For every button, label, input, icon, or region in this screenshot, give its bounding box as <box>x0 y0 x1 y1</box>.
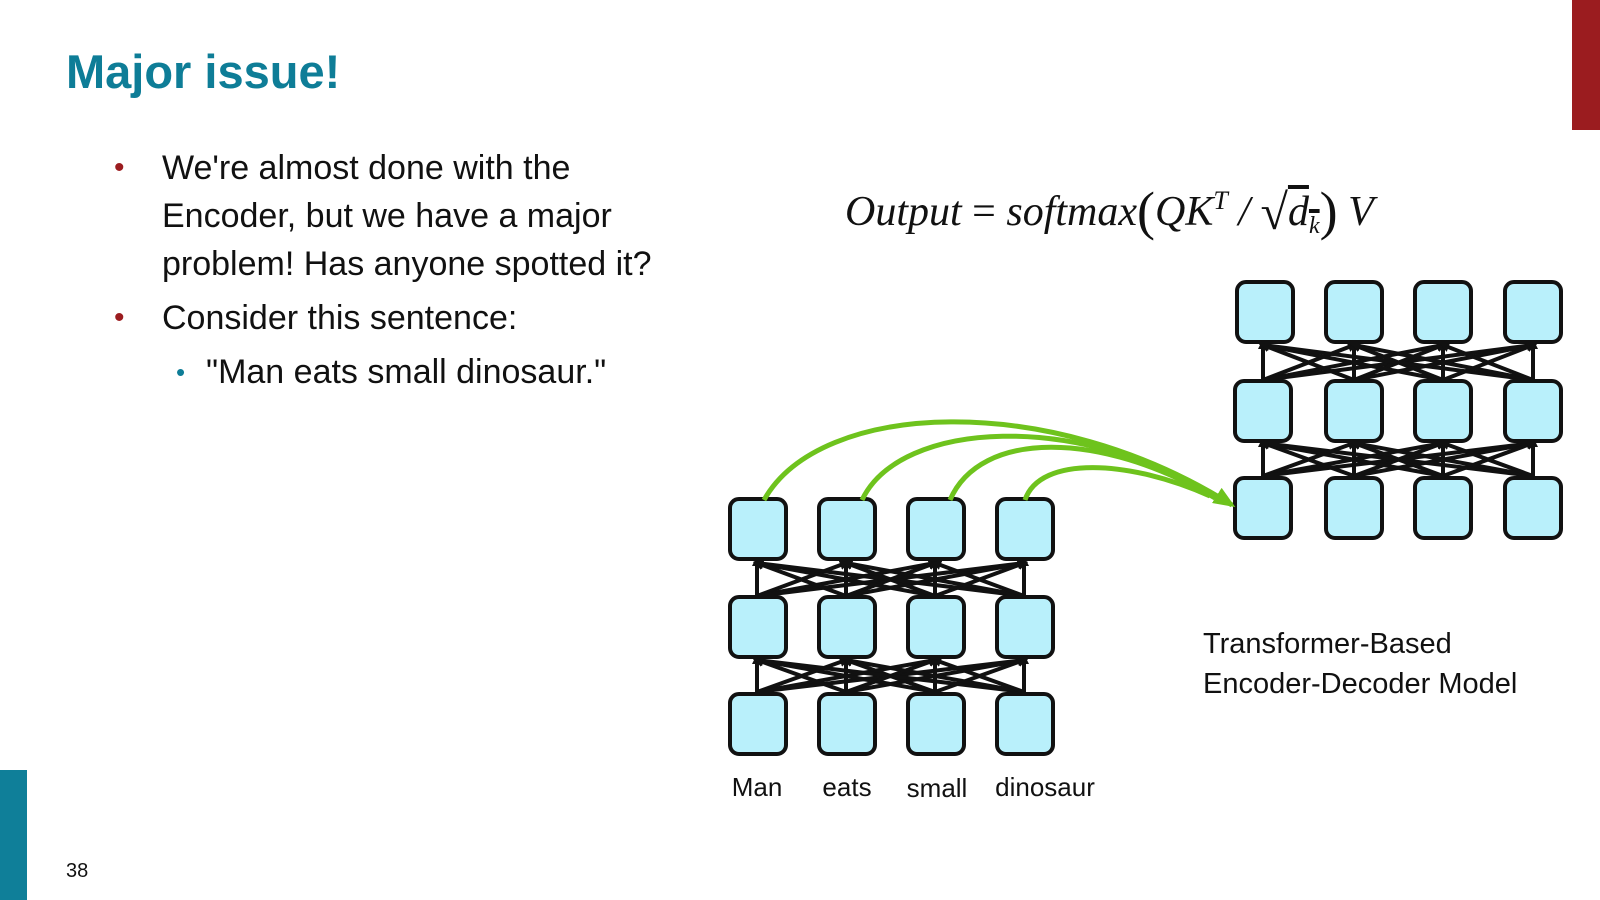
decoder-node <box>1503 280 1563 344</box>
decoder-node <box>1324 280 1384 344</box>
encoder-node <box>995 595 1055 659</box>
decoder-node <box>1413 280 1473 344</box>
encoder-node <box>906 595 966 659</box>
formula-lhs: Output <box>845 189 962 235</box>
decoder-node <box>1503 379 1563 443</box>
encoder-node <box>728 692 788 756</box>
encoder-node <box>728 497 788 561</box>
cross-attention-arrows <box>761 419 1236 508</box>
left-accent-bar <box>0 770 27 900</box>
decoder-nodes <box>1233 280 1563 540</box>
decoder-node <box>1324 476 1384 540</box>
bullet-text: We're almost done with the Encoder, but … <box>162 149 652 283</box>
formula-v: V <box>1348 189 1374 235</box>
formula-equals: = <box>972 189 996 235</box>
sub-bullet-item: • "Man eats small dinosaur." <box>110 348 670 396</box>
formula-slash: / <box>1238 189 1250 235</box>
token-label: small <box>907 773 968 803</box>
token-label: dinosaur <box>995 772 1095 802</box>
formula-qk: QK <box>1155 189 1214 235</box>
decoder-node <box>1235 280 1295 344</box>
formula-transpose: T <box>1213 186 1228 215</box>
decoder-node <box>1413 379 1473 443</box>
input-tokens: Man eats small dinosaur <box>732 772 1095 803</box>
decoder-node <box>1233 476 1293 540</box>
decoder-node <box>1413 476 1473 540</box>
slide-title: Major issue! <box>66 45 341 98</box>
encoder-node <box>817 497 877 561</box>
formula-close-paren: ) <box>1319 181 1338 241</box>
encoder-nodes <box>728 497 1055 756</box>
top-accent-bar <box>1572 0 1600 130</box>
bullet-item: • Consider this sentence: <box>110 294 670 342</box>
decoder-node <box>1233 379 1293 443</box>
sub-bullet-text: "Man eats small dinosaur." <box>206 353 607 391</box>
caption-line: Encoder-Decoder Model <box>1203 668 1518 700</box>
formula-d: dk <box>1287 189 1320 239</box>
token-label: eats <box>822 772 871 802</box>
bullet-dot-icon: • <box>114 151 125 184</box>
bullet-dot-icon: • <box>114 301 125 334</box>
bullet-item: • We're almost done with the Encoder, bu… <box>110 144 670 288</box>
token-label: Man <box>732 772 783 802</box>
decoder-node <box>1503 476 1563 540</box>
diagram-caption: Transformer-Based Encoder-Decoder Model <box>1203 624 1517 704</box>
page-number: 38 <box>66 860 89 882</box>
bullet-list: • We're almost done with the Encoder, bu… <box>110 144 670 396</box>
formula-open-paren: ( <box>1137 181 1155 241</box>
encoder-node <box>906 497 966 561</box>
encoder-node <box>995 497 1055 561</box>
encoder-output-arrow <box>947 444 1217 501</box>
encoder-node <box>817 692 877 756</box>
encoder-output-arrow <box>1022 465 1212 501</box>
encoder-node <box>817 595 877 659</box>
decoder-connections <box>1258 339 1538 478</box>
sqrt-icon: √ <box>1260 184 1288 240</box>
encoder-node <box>995 692 1055 756</box>
caption-line: Transformer-Based <box>1203 628 1452 660</box>
formula-subscript: k <box>1308 213 1320 239</box>
encoder-connections <box>752 556 1029 694</box>
encoder-node <box>906 692 966 756</box>
decoder-node <box>1324 379 1384 443</box>
attention-formula: Output = softmax(QKT / √dk) V <box>845 176 1374 241</box>
sub-bullet-dot-icon: • <box>176 357 186 387</box>
encoder-node <box>728 595 788 659</box>
formula-function: softmax <box>1006 189 1138 235</box>
bullet-text: Consider this sentence: <box>162 299 518 337</box>
